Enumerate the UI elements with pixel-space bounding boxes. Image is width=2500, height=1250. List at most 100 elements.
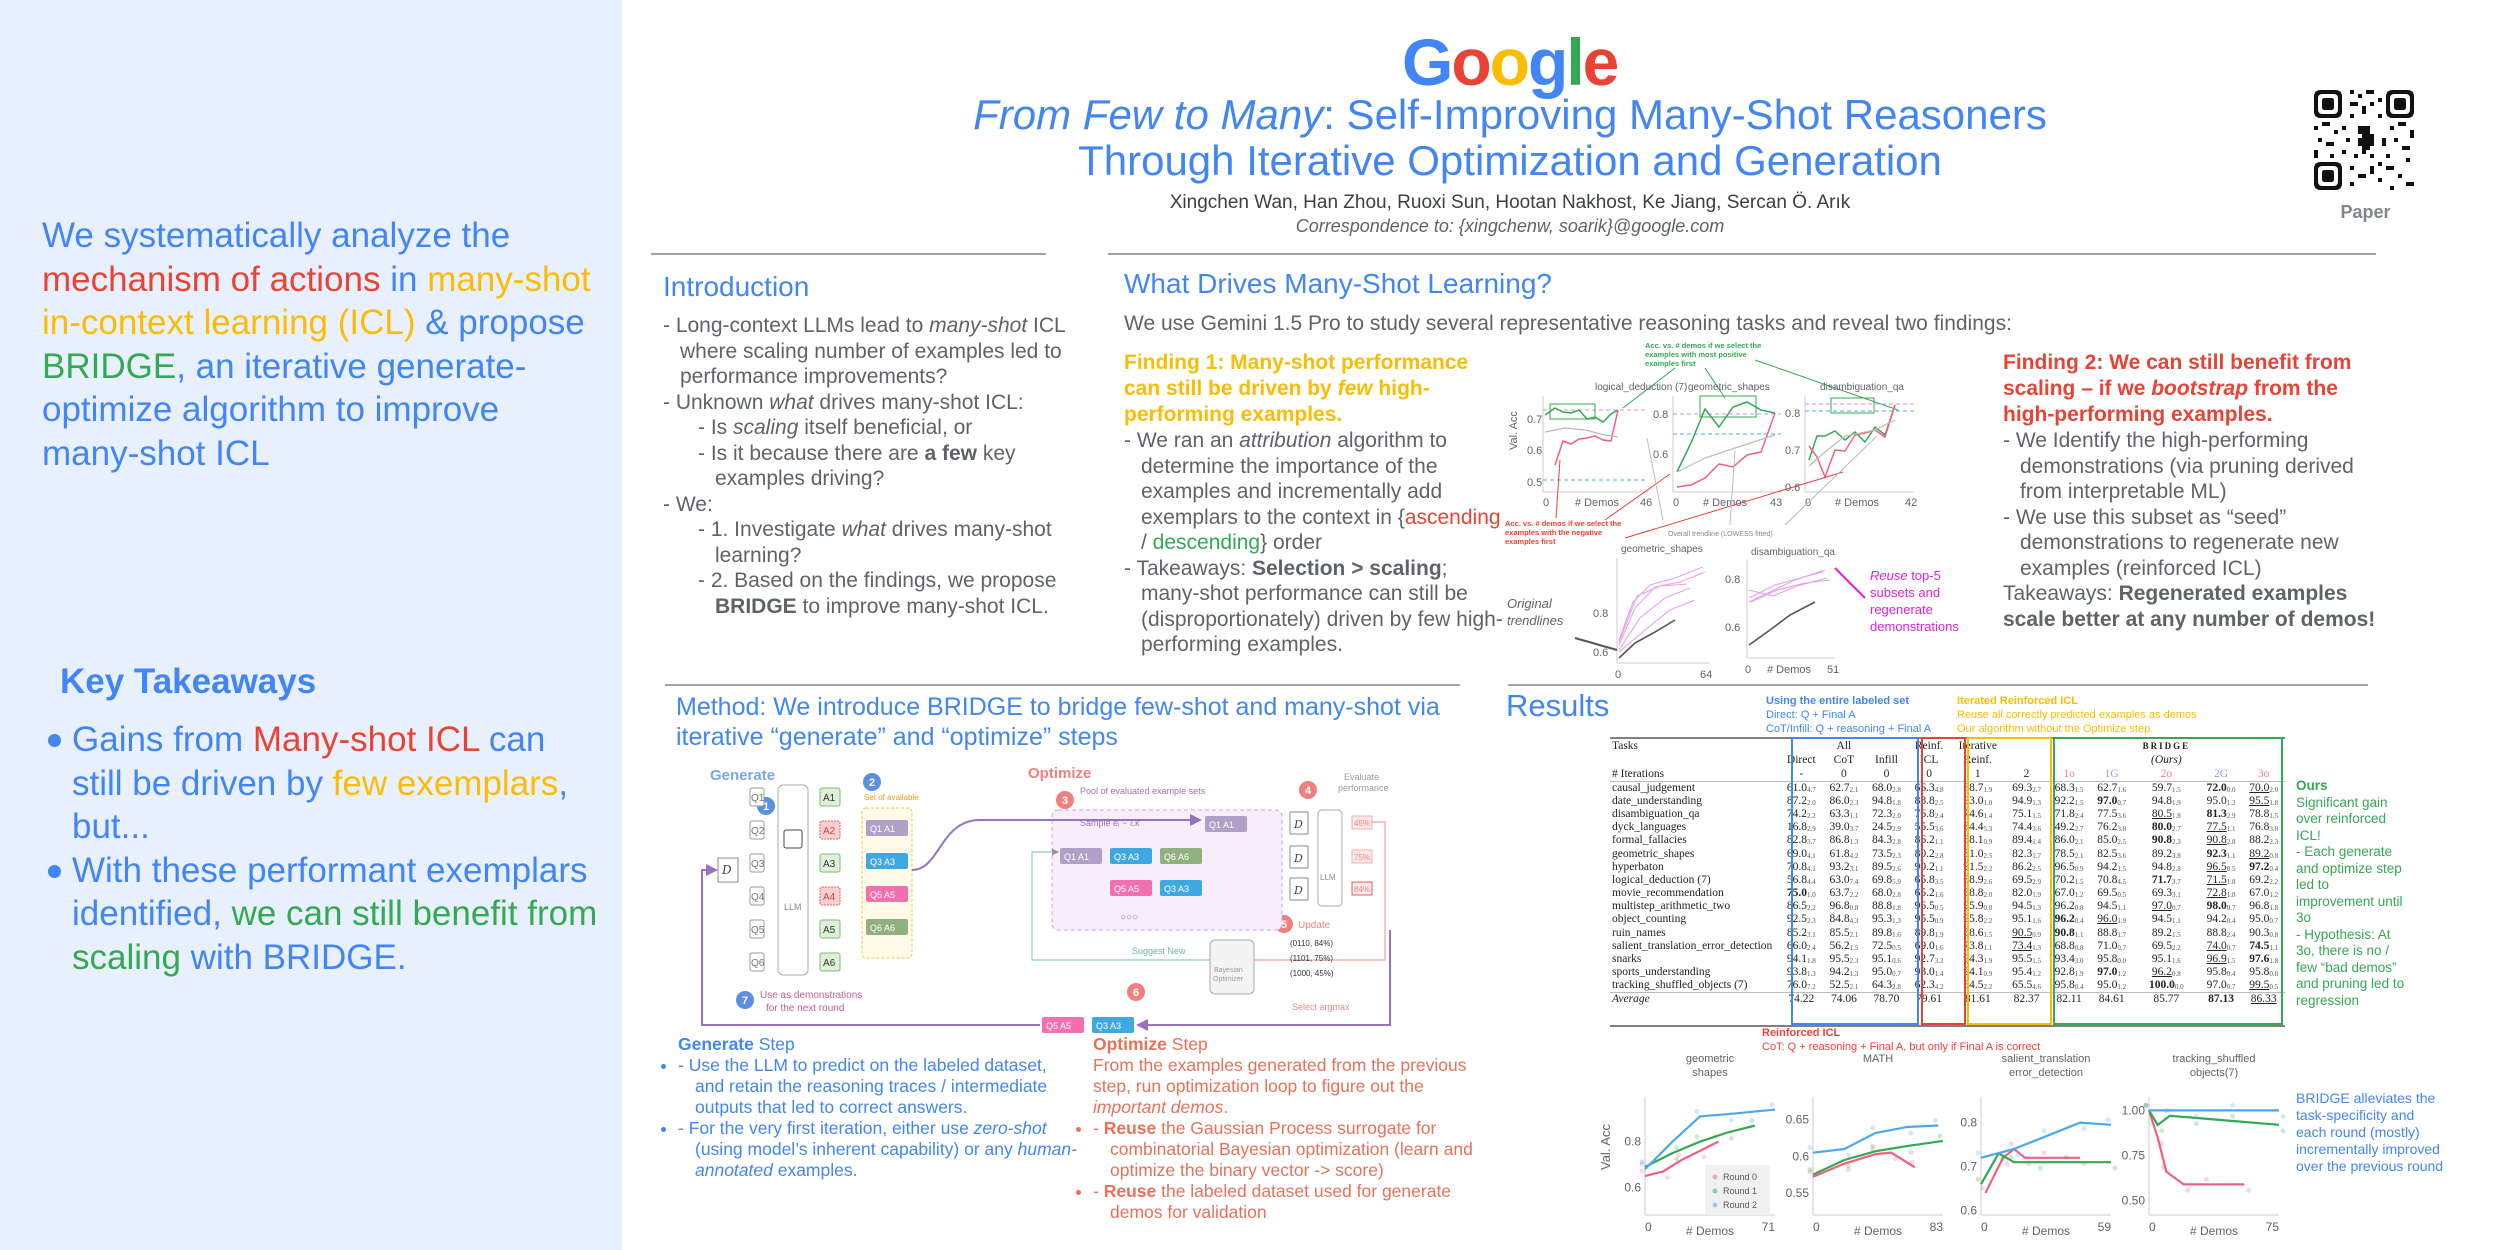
divider [1108,253,2376,255]
svg-text:(1000, 45%): (1000, 45%) [1290,969,1334,978]
svg-text:Q3 A3: Q3 A3 [870,857,895,867]
svg-text:D: D [1293,852,1303,865]
svg-text:D: D [1293,818,1303,831]
list-item: - We Identify the high-performing demons… [2003,429,2354,503]
svg-text:5: 5 [1281,919,1287,931]
svg-text:geometric: geometric [1686,1053,1735,1065]
generate-step-description: Generate Step - Use the LLM to predict o… [678,1034,1078,1181]
svg-text:0.8: 0.8 [1725,574,1740,586]
title-line-1: : Self-Improving Many-Shot Reasoners [1323,91,2047,138]
svg-text:geometric_shapes: geometric_shapes [1621,544,1703,555]
svg-text:0.6: 0.6 [1785,482,1800,494]
finding-1-title: Finding 1: Many-shot performance can sti… [1124,351,1469,426]
svg-text:0.7: 0.7 [1527,414,1542,426]
optimize-step-description: Optimize Step From the examples generate… [1093,1034,1493,1223]
svg-text:○○○: ○○○ [1120,912,1138,923]
svg-text:Sample eᵢ ~ ℰk: Sample eᵢ ~ ℰk [1080,818,1140,828]
what-drives-title: What Drives Many-Shot Learning? [1124,268,1552,299]
optimize-label: Optimize [1028,765,1091,782]
svg-text:Select argmax: Select argmax [1292,1002,1350,1012]
summary-statement: We systematically analyze the mechanism … [42,216,591,473]
svg-text:Q1 A1: Q1 A1 [1209,820,1234,830]
svg-text:75: 75 [2266,1220,2280,1234]
left-summary-panel [0,0,622,1250]
svg-text:84%: 84% [1354,885,1370,894]
svg-text:geometric_shapes: geometric_shapes [1688,382,1770,393]
svg-text:0: 0 [1673,497,1679,509]
svg-text:0.6: 0.6 [1792,1149,1809,1163]
key-takeaways-list: Gains from Many-shot ICL can still be dr… [42,718,602,979]
list-item: - Unknown what drives many-shot ICL:- Is… [663,390,1073,492]
svg-text:Q6: Q6 [751,958,765,969]
correspondence-email: Correspondence to: {xingchenw, soarik}@g… [1295,216,1725,236]
svg-text:shapes: shapes [1692,1067,1728,1079]
bridge-note: BRIDGE alleviates the task-specificity a… [2296,1090,2444,1174]
svg-text:# Demos: # Demos [2190,1224,2238,1238]
svg-text:# Demos: # Demos [1686,1224,1734,1238]
svg-text:6: 6 [1133,987,1139,999]
svg-text:tracking_shuffled: tracking_shuffled [2173,1053,2256,1065]
svg-text:0: 0 [1981,1220,1988,1234]
svg-text:0.65: 0.65 [1786,1113,1810,1127]
list-item: - Use the LLM to predict on the labeled … [678,1055,1078,1118]
svg-text:0.5: 0.5 [1527,477,1542,489]
svg-text:A5: A5 [823,925,836,936]
finding-2-takeaway: Takeaways: Regenerated examples scale be… [2003,582,2376,631]
svg-text:objects(7): objects(7) [2190,1067,2238,1079]
sub-list-item: - Is scaling itself beneficial, or [698,416,973,439]
svg-text:0.7: 0.7 [1960,1160,1977,1174]
svg-text:0.8: 0.8 [1960,1116,1977,1130]
svg-text:(1101, 75%): (1101, 75%) [1290,954,1333,963]
svg-text:0.6: 0.6 [1960,1204,1977,1218]
svg-text:Q1 A1: Q1 A1 [1064,852,1089,862]
svg-text:error_detection: error_detection [2009,1067,2083,1079]
svg-text:# Demos: # Demos [1767,664,1812,676]
svg-text:3: 3 [1062,795,1068,807]
y-axis-label: Val. Acc [1508,411,1520,450]
svg-text:0: 0 [1615,669,1621,680]
svg-text:0.6: 0.6 [1725,622,1740,634]
svg-text:0.6: 0.6 [1527,445,1542,457]
svg-text:A1: A1 [823,793,836,804]
svg-text:83: 83 [1930,1220,1944,1234]
svg-text:0.75: 0.75 [2122,1148,2146,1162]
svg-text:Round 2: Round 2 [1723,1200,1757,1210]
introduction-title: Introduction [663,271,810,302]
introduction-body: - Long-context LLMs lead to many-shot IC… [663,313,1073,619]
svg-text:Q6 A6: Q6 A6 [1164,852,1189,862]
svg-text:Q2: Q2 [751,826,765,837]
svg-text:A2: A2 [823,826,836,837]
title-line-2: Through Iterative Optimization and Gener… [1078,137,1942,184]
svg-text:Q5 A5: Q5 A5 [1114,884,1139,894]
svg-text:Q5: Q5 [751,925,765,936]
qr-code-icon[interactable] [2313,90,2415,190]
optimize-step-intro: From the examples generated from the pre… [1093,1055,1467,1117]
svg-text:51: 51 [1827,664,1839,676]
svg-text:salient_translation: salient_translation [2002,1053,2091,1065]
svg-text:1: 1 [763,801,769,813]
takeaway-item: With these performant exemplars identifi… [42,849,602,980]
list-item: - Reuse the Gaussian Process surrogate f… [1093,1118,1493,1181]
divider [651,253,1046,255]
svg-text:Q1 A1: Q1 A1 [870,824,895,834]
svg-text:0.6: 0.6 [1653,449,1668,461]
